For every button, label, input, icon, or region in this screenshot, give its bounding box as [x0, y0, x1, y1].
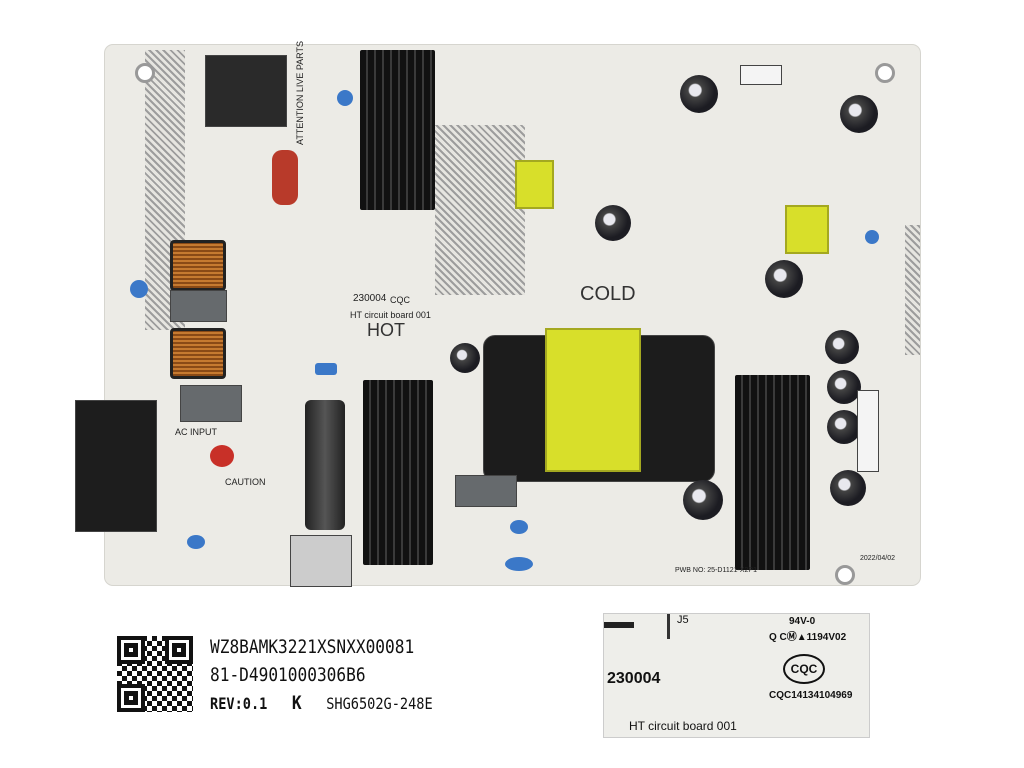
main-transformer [545, 328, 641, 472]
pin [667, 614, 670, 639]
common-mode-choke [170, 240, 226, 291]
detail-inset: J5 94V-0 Q CⓂ▲1194V02 230004 CQC CQC1413… [603, 613, 870, 738]
date-marking: 2022/04/02 [860, 555, 896, 562]
connector [857, 390, 879, 472]
standby-transformer [205, 55, 287, 127]
x-capacitor [180, 385, 242, 422]
capacitor [595, 205, 631, 241]
ceramic-capacitor [510, 520, 528, 534]
small-transformer [785, 205, 829, 254]
cert-number: CQC14134104969 [769, 690, 853, 701]
pcb-board: COLD HOT 230004 HT circuit board 001 AC … [75, 41, 920, 587]
hot-marking: HOT [367, 320, 405, 340]
board-name: HT circuit board 001 [350, 310, 431, 320]
capacitor [765, 260, 803, 298]
ac-input-socket [75, 400, 157, 532]
pcb-hatched-area [435, 125, 525, 295]
capacitor [827, 370, 861, 404]
bulk-capacitor [305, 400, 345, 530]
connector [740, 65, 782, 85]
capacitor [825, 330, 859, 364]
capacitor [840, 95, 878, 133]
grade: K [291, 692, 302, 714]
film-capacitor [272, 150, 298, 205]
cert-line: Q CⓂ▲1194V02 [769, 632, 847, 643]
cqc-logo: CQC [783, 654, 825, 684]
ceramic-capacitor [315, 363, 337, 375]
board-code: 230004 [353, 293, 387, 304]
inset-code: 230004 [607, 670, 661, 687]
heatsink [735, 375, 810, 570]
inset-board-name: HT circuit board 001 [629, 719, 737, 733]
qr-code [117, 636, 193, 712]
serial-number: WZ8BAMK3221XSNXX00081 [210, 636, 415, 658]
trace [604, 622, 634, 628]
capacitor [830, 470, 866, 506]
cold-marking: COLD [580, 283, 636, 305]
common-mode-choke [170, 328, 226, 379]
small-transformer [515, 160, 554, 209]
x-capacitor [455, 475, 517, 507]
model-number: SHG6502G-248E [326, 694, 433, 713]
x-capacitor [170, 290, 227, 322]
ceramic-capacitor [505, 557, 533, 571]
caution-marking: CAUTION [225, 477, 266, 487]
capacitor [683, 480, 723, 520]
ceramic-capacitor [130, 280, 148, 298]
bridge-rectifier [290, 535, 352, 587]
cqc-marking: CQC [390, 295, 410, 305]
varistor [210, 445, 234, 467]
ceramic-capacitor [187, 535, 205, 549]
revision-line: REV:0.1 K SHG6502G-248E [210, 689, 433, 717]
capacitor [680, 75, 718, 113]
pcb-hatched-area [905, 225, 920, 355]
mounting-hole [135, 63, 155, 83]
revision: REV:0.1 [210, 694, 268, 713]
attention-marking: ATTENTION LIVE PARTS [295, 40, 305, 145]
connector-label: J5 [677, 614, 689, 626]
heatsink [363, 380, 433, 565]
rating: 94V-0 [789, 616, 816, 627]
ceramic-capacitor [865, 230, 879, 244]
part-number: 81-D4901000306B6 [210, 664, 366, 686]
capacitor [827, 410, 861, 444]
pwb-marking: PWB NO: 25-D1121-X2P1 [675, 567, 757, 574]
mounting-hole [875, 63, 895, 83]
mounting-hole [835, 565, 855, 585]
heatsink [360, 50, 435, 210]
ceramic-capacitor [337, 90, 353, 106]
product-label: WZ8BAMK3221XSNXX00081 81-D4901000306B6 R… [210, 633, 472, 717]
ac-input-marking: AC INPUT [175, 427, 218, 437]
capacitor [450, 343, 480, 373]
